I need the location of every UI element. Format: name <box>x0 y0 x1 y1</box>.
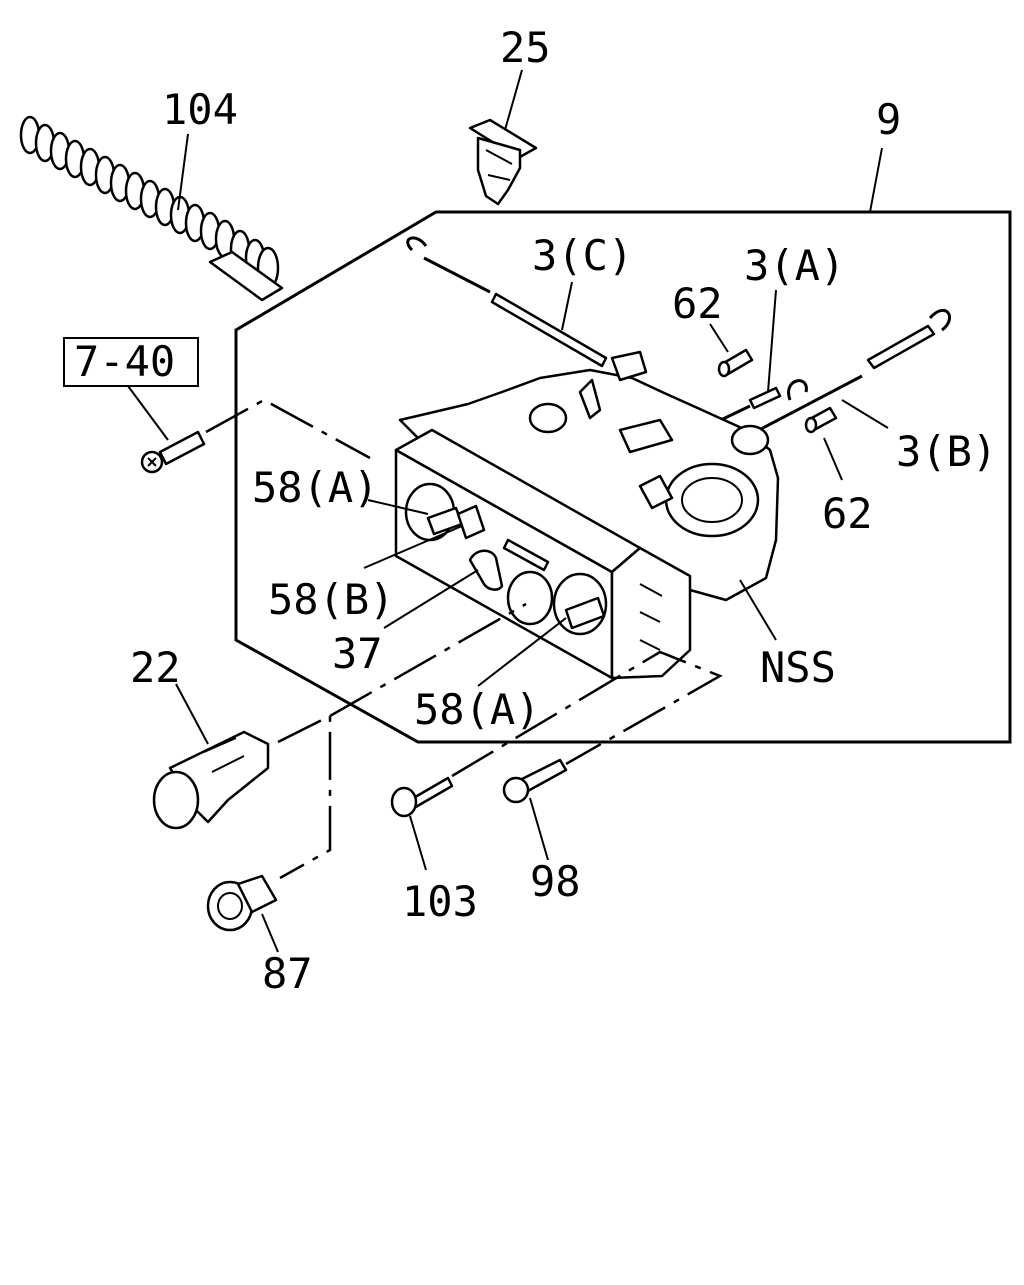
leader-3b <box>841 399 889 429</box>
callout-62-lower: 62 <box>822 489 873 538</box>
callout-98: 98 <box>530 857 581 906</box>
dash-22 <box>277 713 332 880</box>
control-cable-3c <box>406 236 608 368</box>
callout-22: 22 <box>130 643 181 692</box>
switch-22 <box>152 730 270 830</box>
leader-104 <box>177 133 189 211</box>
callout-58a-upper: 58(A) <box>252 463 378 512</box>
leader-62-lower <box>823 437 843 481</box>
control-cable-3b <box>739 308 952 442</box>
lever-37 <box>468 549 504 591</box>
leader-87 <box>261 913 279 953</box>
callout-62-upper: 62 <box>672 279 723 328</box>
callout-25: 25 <box>500 23 551 72</box>
ref-box-7-40 <box>63 337 199 387</box>
dash-7-40 <box>205 398 371 460</box>
leader-25 <box>504 69 523 131</box>
screw-98 <box>502 758 568 804</box>
leader-58a-lower <box>477 617 567 687</box>
dash-screws <box>451 650 723 778</box>
clip-25 <box>468 118 538 206</box>
leader-22 <box>175 683 209 745</box>
leader-3c <box>561 281 573 331</box>
leader-9 <box>869 147 883 213</box>
callout-58a-lower: 58(A) <box>414 685 540 734</box>
heater-control-assembly <box>394 350 780 680</box>
callout-7-40: 7-40 <box>74 337 175 386</box>
callout-103: 103 <box>402 877 478 926</box>
cable-end-pin-62-upper <box>717 348 754 378</box>
leader-58b <box>363 525 463 569</box>
dash-22-link <box>329 602 527 718</box>
leader-37 <box>383 569 479 629</box>
leader-103 <box>409 815 427 871</box>
leader-nss <box>739 579 777 641</box>
callout-104: 104 <box>162 85 238 134</box>
leader-58a-upper <box>367 499 429 515</box>
screw-7-40 <box>140 430 206 474</box>
screw-103 <box>390 776 454 818</box>
assembly-outline <box>234 210 1012 744</box>
callout-nss: NSS <box>760 643 836 692</box>
callout-58b: 58(B) <box>268 575 394 624</box>
callout-87: 87 <box>262 949 313 998</box>
callout-37: 37 <box>332 629 383 678</box>
callout-3a: 3(A) <box>744 241 845 290</box>
callout-3c: 3(C) <box>532 231 633 280</box>
leader-7-40 <box>127 385 169 441</box>
bulb-socket-87 <box>206 874 278 932</box>
corrugated-tube-104 <box>19 115 284 302</box>
callout-9: 9 <box>876 95 901 144</box>
leader-62-upper <box>709 323 729 353</box>
cable-end-pin-62-lower <box>804 406 838 434</box>
leader-3a <box>767 289 777 393</box>
leader-98 <box>529 797 549 861</box>
callout-3b: 3(B) <box>896 427 997 476</box>
